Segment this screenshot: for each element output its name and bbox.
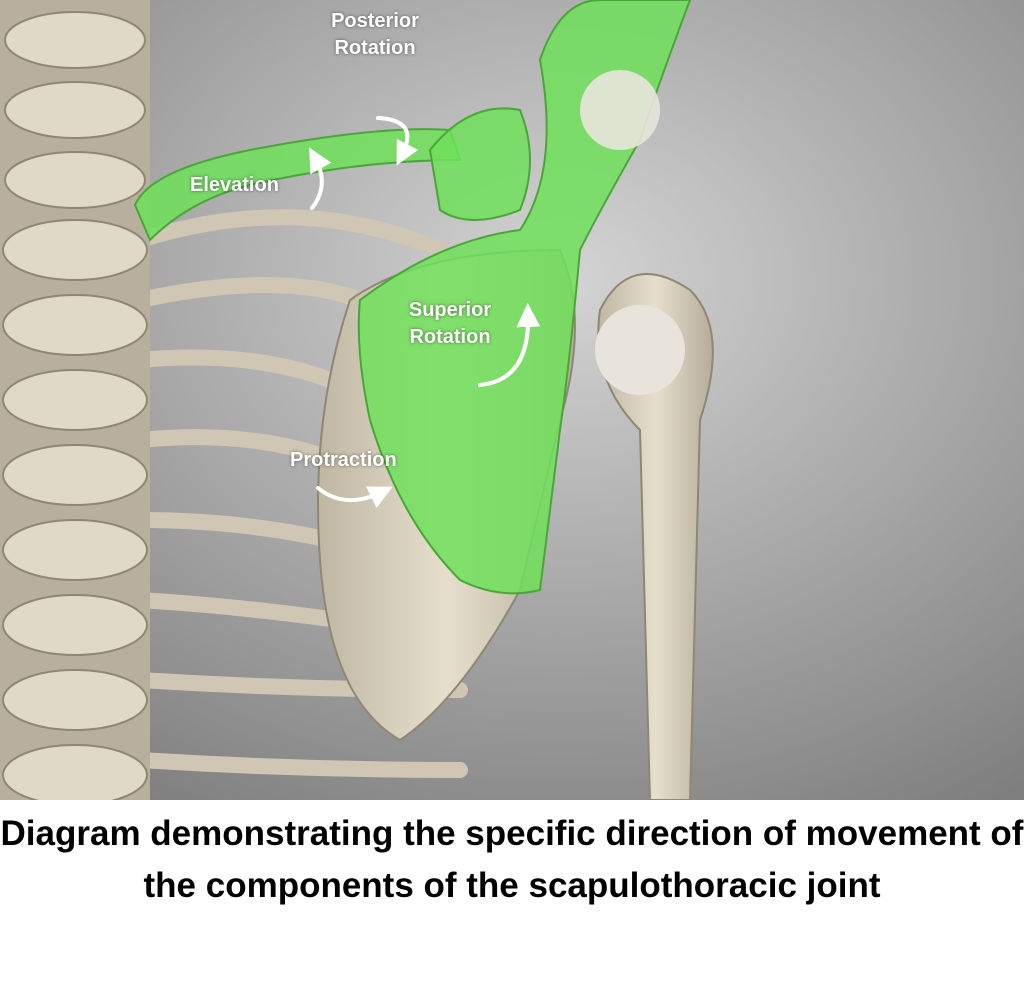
humeral-head (595, 305, 685, 395)
label-posterior-rotation: Posterior Rotation (331, 10, 419, 59)
highlighted-scapula-clavicle (133, 0, 692, 595)
spine (0, 0, 150, 800)
anatomy-illustration (0, 0, 1024, 800)
label-elevation: Elevation (190, 174, 279, 196)
movement-arrows (309, 116, 541, 509)
superior-rotation-arrow (478, 303, 541, 387)
posterior-rotation-arrow (376, 116, 419, 166)
protraction-arrow (316, 486, 393, 509)
elevation-arrow (309, 147, 332, 210)
label-superior-rotation: Superior Rotation (408, 299, 492, 348)
glenoid (580, 70, 660, 150)
label-protraction: Protraction (290, 449, 397, 471)
humerus (597, 273, 714, 800)
figure-caption: Diagram demonstrating the specific direc… (0, 814, 1024, 905)
